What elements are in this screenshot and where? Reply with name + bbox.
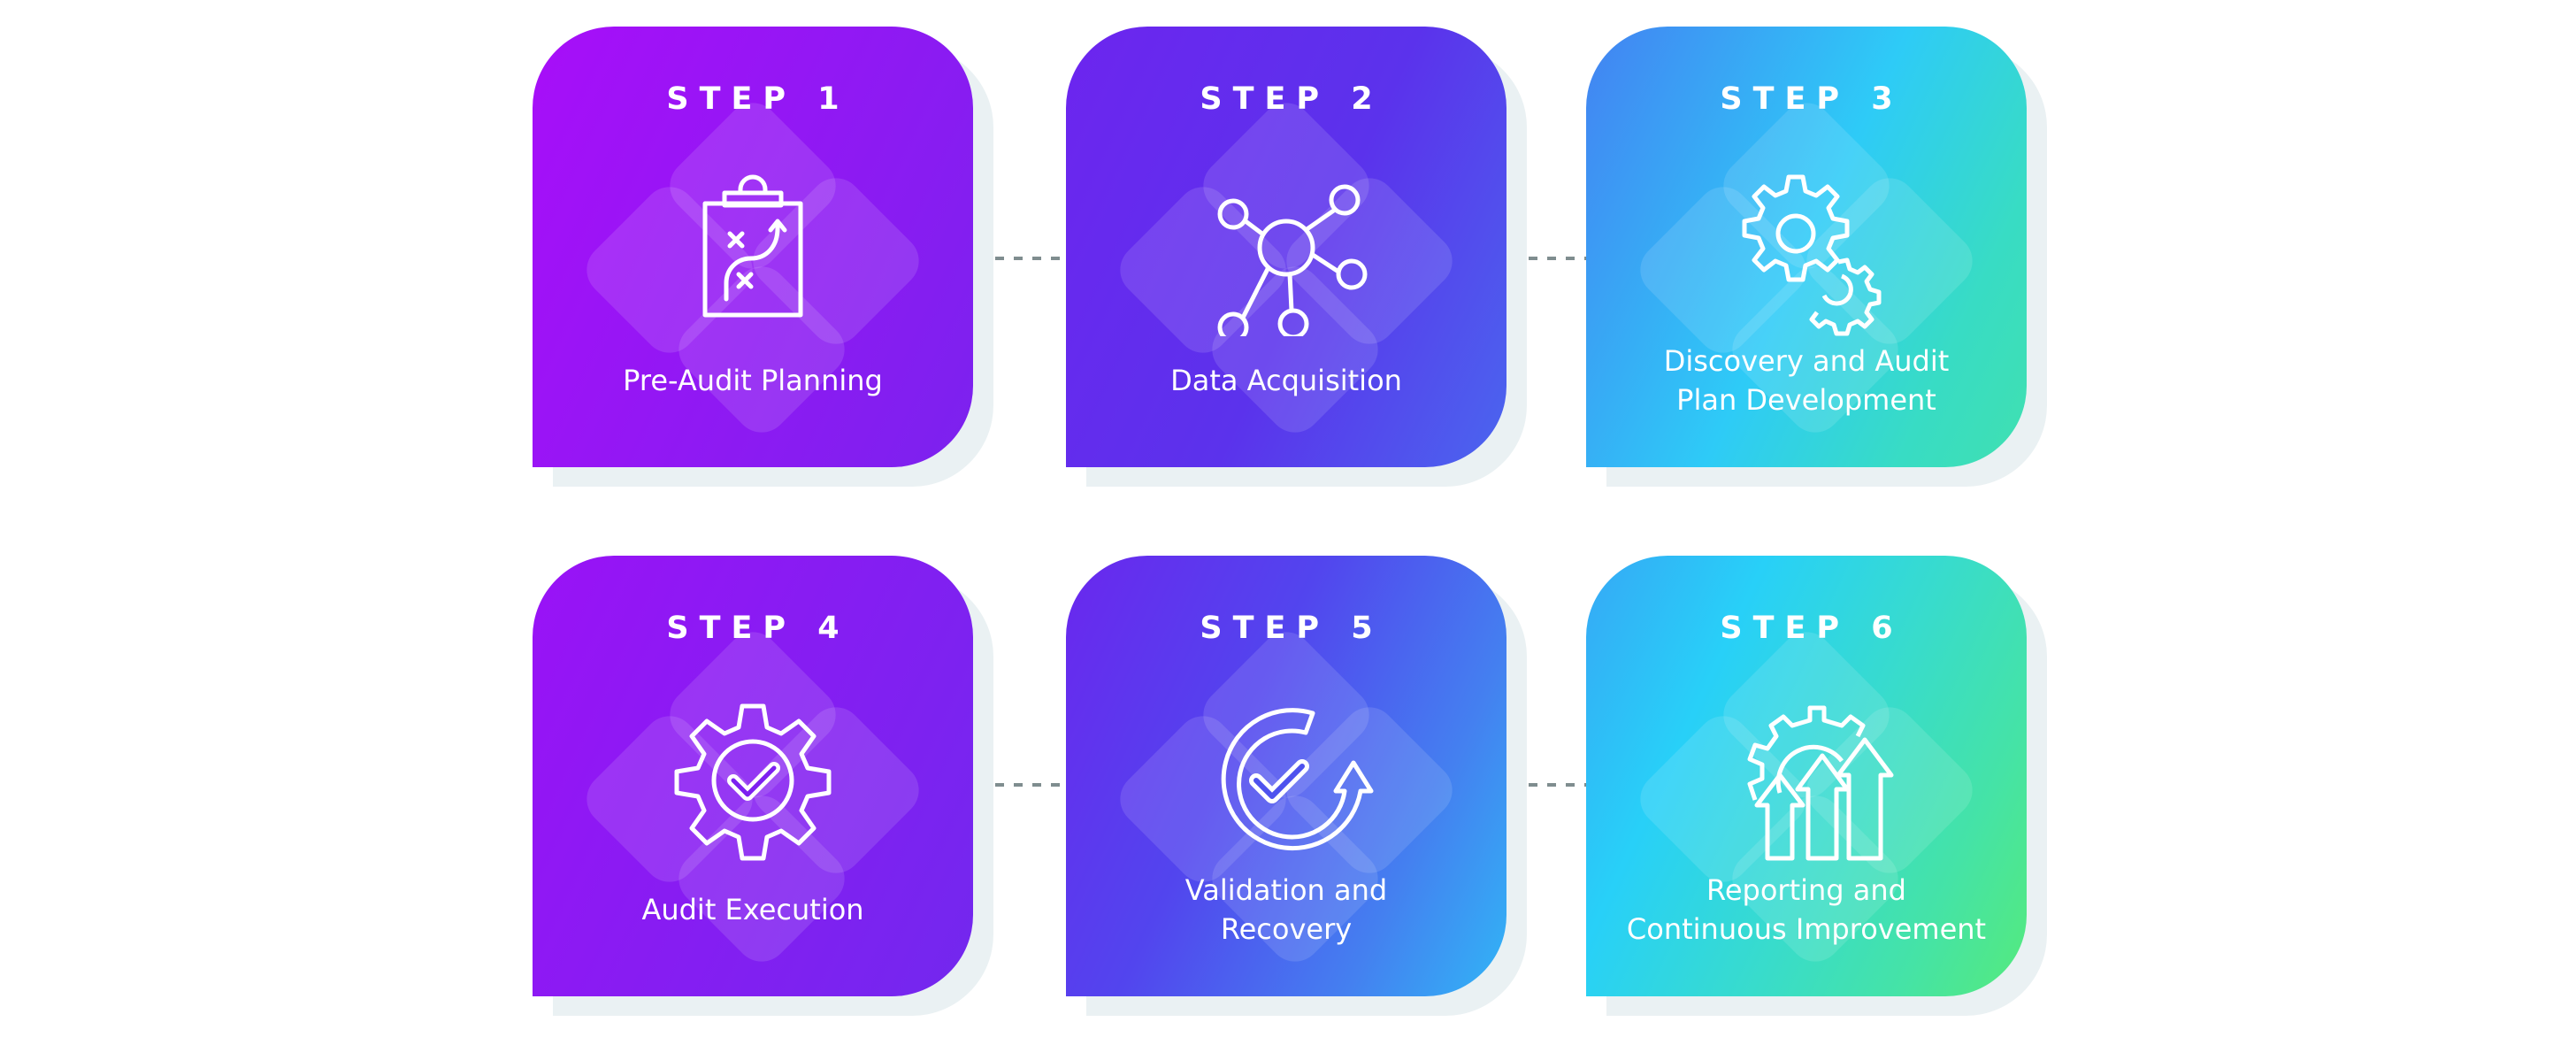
step-card-body: STEP 1 Pre-Audit Planning — [533, 27, 973, 467]
network-hub-icon — [1217, 184, 1368, 336]
label-line: Pre-Audit Planning — [623, 364, 883, 397]
label-line: Plan Development — [1676, 383, 1936, 417]
refresh-check-icon — [1221, 708, 1374, 851]
label-line: Discovery and Audit — [1663, 344, 1950, 378]
step-card-2: STEP 2 Data Acquisition — [1066, 27, 1527, 487]
step-title: STEP 3 — [1720, 81, 1904, 117]
label-line: Continuous Improvement — [1626, 912, 1987, 946]
step-title: STEP 2 — [1200, 81, 1384, 117]
gear-growth-arrows-icon — [1747, 705, 1894, 861]
label-line: Recovery — [1220, 912, 1353, 946]
connector-step1-step2 — [995, 257, 1066, 260]
step-card-1: STEP 1 Pre-Audit Planning — [533, 27, 993, 487]
step-title: STEP 4 — [666, 611, 850, 646]
label-line: Validation and — [1184, 873, 1388, 907]
label-line: Reporting and — [1706, 873, 1906, 907]
step-card-4: STEP 4 Audit Execution — [533, 556, 993, 1016]
step-card-body: STEP 2 Data Acquisition — [1066, 27, 1506, 467]
step-title: STEP 6 — [1720, 611, 1904, 646]
label-line: Data Acquisition — [1170, 364, 1402, 397]
step-title: STEP 5 — [1200, 611, 1384, 646]
connector-step2-step3 — [1529, 257, 1586, 260]
step-card-body: STEP 4 Audit Execution — [533, 556, 973, 996]
gear-check-icon — [674, 703, 832, 861]
step-label: Audit Execution — [550, 890, 955, 929]
step-title: STEP 1 — [666, 81, 850, 117]
step-label: Pre-Audit Planning — [550, 361, 955, 400]
clipboard-strategy-icon — [702, 174, 803, 318]
step-label: Data Acquisition — [1084, 361, 1489, 400]
gears-icon — [1742, 174, 1882, 336]
connector-step4-step5 — [995, 783, 1066, 787]
label-line: Audit Execution — [641, 893, 864, 926]
connector-step5-step6 — [1529, 783, 1586, 787]
